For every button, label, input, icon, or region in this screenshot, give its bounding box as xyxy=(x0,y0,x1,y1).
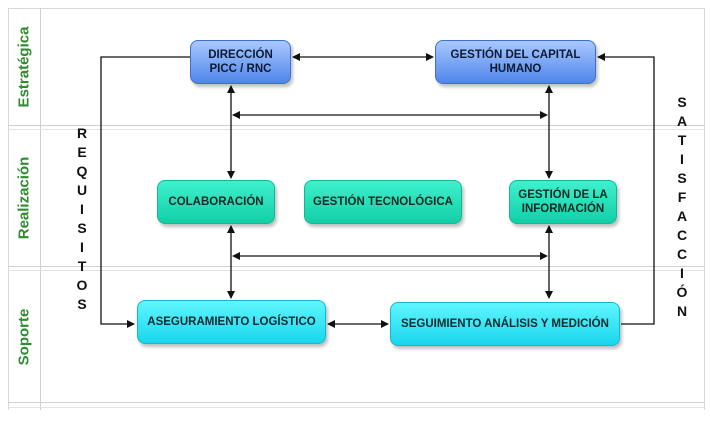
requisitos-letter: I xyxy=(80,239,84,255)
requisitos-letter: S xyxy=(77,296,87,312)
requisitos-letter: E xyxy=(77,144,87,160)
satisfaccion-letter: S xyxy=(677,170,687,186)
satisfaccion-letter: I xyxy=(680,265,684,281)
satisfaccion-letter: F xyxy=(677,189,687,205)
satisfaccion-letter: Ó xyxy=(676,284,688,300)
capital-humano-box: GESTIÓN DEL CAPITAL HUMANO xyxy=(435,40,596,84)
aseguramiento-logistico-box: ASEGURAMIENTO LOGÍSTICO xyxy=(137,300,326,344)
satisfaccion-letter: N xyxy=(676,303,688,319)
satisfaccion-letter: A xyxy=(676,113,688,129)
requisitos-letter: I xyxy=(80,201,84,217)
satisfaccion-vertical-label: S A T I S F A C C I Ó N xyxy=(674,93,690,321)
frame-top xyxy=(8,8,704,9)
gestion-tecnologica-box: GESTIÓN TECNOLÓGICA xyxy=(304,180,462,224)
requisitos-letter: R xyxy=(76,125,88,141)
requisitos-flow-arrow xyxy=(100,56,190,328)
requisitos-vertical-label: R E Q U I S I T O S xyxy=(74,124,90,314)
satisfaccion-letter: T xyxy=(677,132,687,148)
requisitos-letter: Q xyxy=(76,163,88,179)
divider-estrategica-realizacion xyxy=(8,125,704,126)
gestion-informacion-box: GESTIÓN DE LA INFORMACIÓN xyxy=(509,180,617,224)
satisfaccion-letter: C xyxy=(676,227,688,243)
seguimiento-analisis-box: SEGUIMIENTO ANÁLISIS Y MEDICIÓN xyxy=(390,302,620,346)
satisfaccion-flow-arrow xyxy=(597,53,655,325)
satisfaccion-letter: S xyxy=(677,94,687,110)
divider-realizacion-soporte-inner xyxy=(8,270,704,271)
divider-realizacion-soporte xyxy=(8,266,704,267)
divider-bottom-inner xyxy=(8,407,704,408)
divider-bottom xyxy=(8,402,704,403)
divider-estrategica-realizacion-inner xyxy=(8,129,704,130)
frame-right xyxy=(704,8,705,410)
direccion-box: DIRECCIÓN PICC / RNC xyxy=(190,40,291,84)
satisfaccion-letter: I xyxy=(680,151,684,167)
colaboracion-box: COLABORACIÓN xyxy=(157,180,275,224)
satisfaccion-letter: C xyxy=(676,246,688,262)
requisitos-letter: U xyxy=(76,182,88,198)
requisitos-letter: T xyxy=(77,258,87,274)
requisitos-letter: S xyxy=(77,220,87,236)
satisfaccion-letter: A xyxy=(676,208,688,224)
label-column-divider xyxy=(40,8,41,410)
frame-left xyxy=(8,8,9,410)
requisitos-letter: O xyxy=(76,277,88,293)
